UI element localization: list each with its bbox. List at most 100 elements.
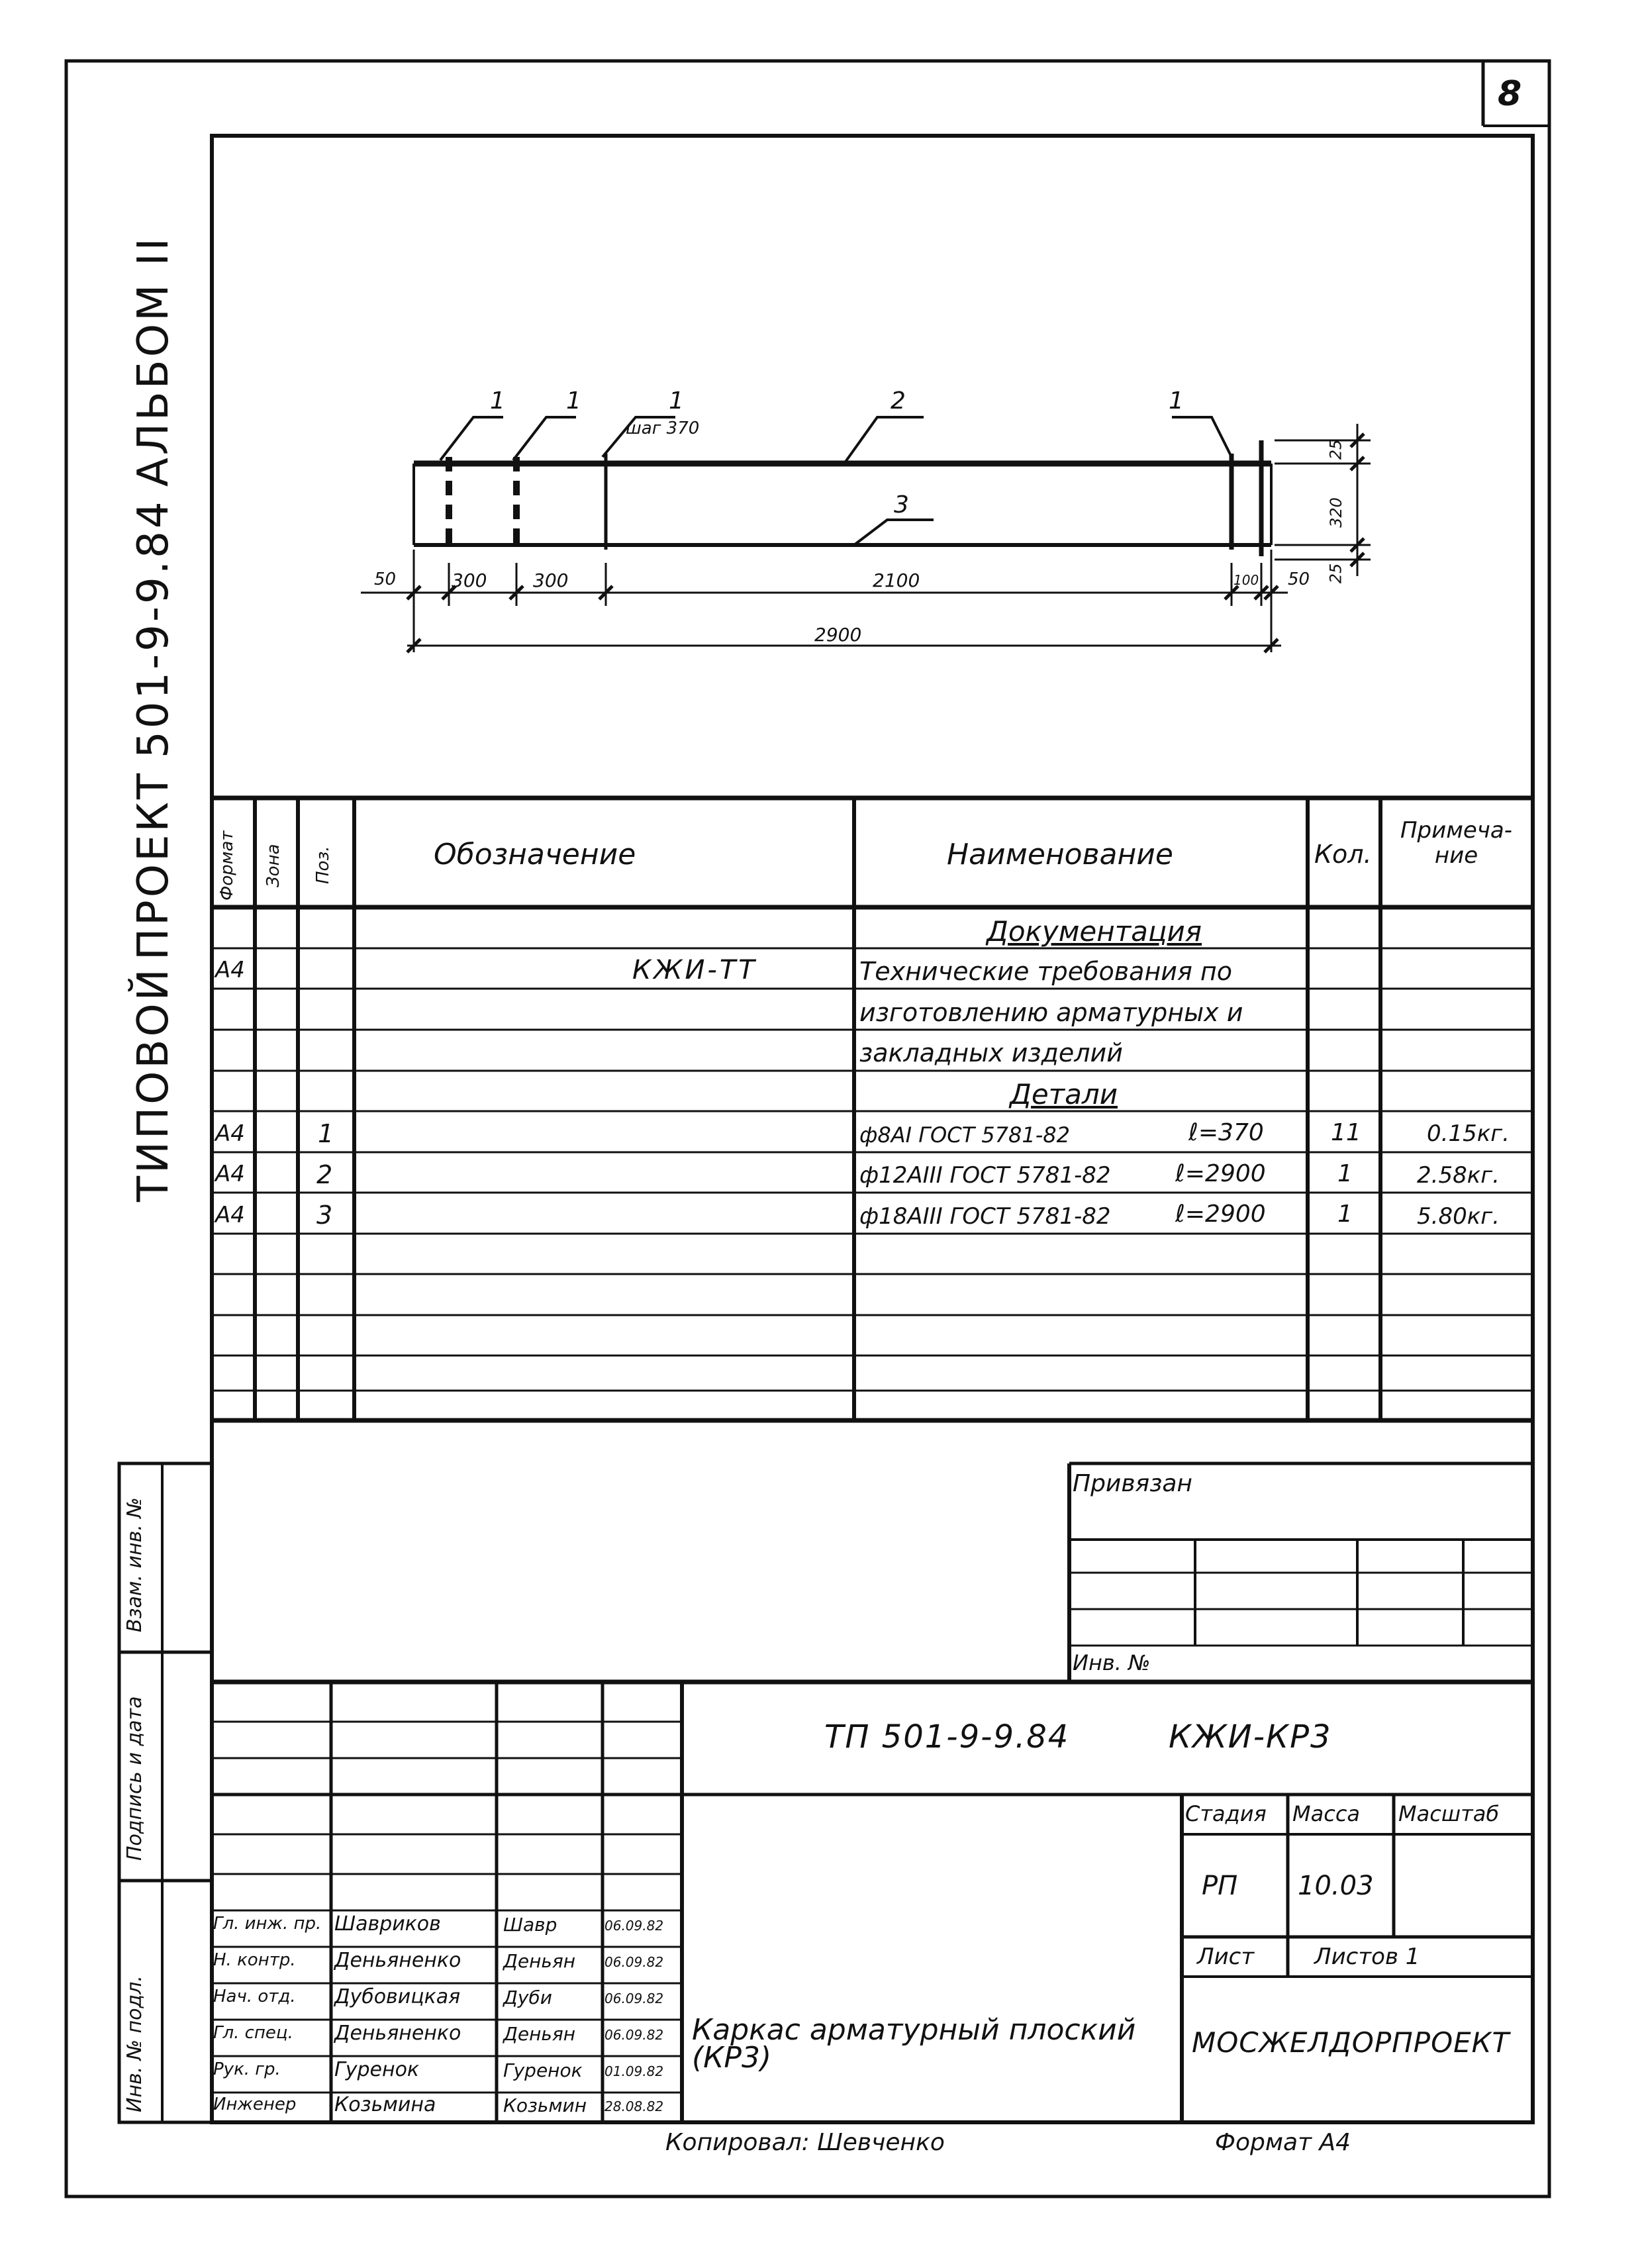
person-3-date: 06.09.82: [604, 1991, 664, 2006]
page-number: 8: [1498, 74, 1522, 114]
album-project-label: ПРОЕКТ: [129, 770, 178, 960]
header-name: Наименование: [947, 838, 1173, 871]
person-5-name: Гуренок: [334, 2058, 420, 2081]
leader-label-step: шаг 370: [626, 419, 700, 438]
drawing-title: Каркас арматурный плоский (КР3): [692, 2013, 1136, 2075]
row-3-pos: 3: [316, 1201, 333, 1230]
row-2-name: ф12АIII ГОСТ 5781-82: [859, 1162, 1111, 1189]
row-3-format: А4: [215, 1202, 245, 1228]
stage-value: РП: [1202, 1871, 1238, 1901]
album-type-label: ТИПОВОЙ: [129, 966, 178, 1202]
margin-sign-date: Подпись и дата: [123, 1696, 146, 1861]
row-2-note: 2.58кг.: [1417, 1162, 1500, 1189]
person-4-sign: Деньян: [503, 2023, 576, 2045]
dim-100: 100: [1233, 572, 1259, 588]
copied-by: Копировал: Шевченко: [665, 2129, 945, 2156]
dim-25-top: 25: [1326, 439, 1345, 460]
header-designation: Обозначение: [434, 838, 636, 871]
row-2-length: ℓ=2900: [1175, 1160, 1266, 1187]
header-zone: Зона: [264, 844, 283, 887]
mass-value: 10.03: [1298, 1871, 1374, 1901]
album-code: 501-9-9.84: [129, 499, 178, 758]
row-3-name: ф18АIII ГОСТ 5781-82: [859, 1203, 1111, 1230]
header-pos: Поз.: [313, 846, 333, 884]
person-1-sign: Шавр: [503, 1914, 557, 1936]
row-3-qty: 1: [1337, 1201, 1353, 1228]
title-code: ТП 501-9-9.84: [824, 1718, 1070, 1755]
doc-designation: КЖИ-ТТ: [632, 955, 757, 985]
binding-block-lines: [1067, 1461, 1533, 1682]
person-1-role: Гл. инж. пр.: [213, 1914, 322, 1934]
outer-border: [64, 59, 1551, 2198]
dim-50-left: 50: [374, 569, 397, 589]
person-6-date: 28.08.82: [604, 2098, 664, 2114]
title-block-lines: [212, 1679, 1533, 2122]
row-1-qty: 11: [1331, 1119, 1361, 1146]
leader-label-1c: 1: [669, 387, 684, 415]
cage-drawing: [361, 416, 1371, 654]
row-3-length: ℓ=2900: [1175, 1201, 1266, 1228]
person-5-role: Рук. гр.: [213, 2059, 281, 2079]
section-details: Детали: [1010, 1078, 1118, 1110]
mass-header: Масса: [1292, 1801, 1361, 1826]
person-2-sign: Деньян: [503, 1950, 576, 1972]
row-2-pos: 2: [316, 1160, 333, 1189]
dim-2900: 2900: [814, 624, 862, 646]
person-4-name: Деньяненко: [334, 2022, 461, 2045]
row-2-format: А4: [215, 1161, 245, 1187]
row-3-note: 5.80кг.: [1417, 1203, 1500, 1230]
person-4-role: Гл. спец.: [213, 2023, 293, 2043]
leader-label-2: 2: [891, 387, 906, 415]
header-qty: Кол.: [1314, 840, 1372, 869]
title-mark: КЖИ-КР3: [1169, 1718, 1332, 1755]
person-5-sign: Гуренок: [503, 2059, 583, 2081]
person-4-date: 06.09.82: [604, 2027, 664, 2043]
spec-table-lines: [212, 795, 1533, 1423]
row-1-format: А4: [215, 1120, 245, 1147]
person-3-name: Дубовицкая: [334, 1985, 461, 2008]
person-2-name: Деньяненко: [334, 1949, 461, 1972]
sheets-header: Листов 1: [1314, 1944, 1420, 1970]
leader-label-1d: 1: [1169, 387, 1184, 415]
person-1-name: Шавриков: [334, 1912, 441, 1936]
doc-format: А4: [215, 957, 245, 983]
leader-label-3: 3: [894, 491, 909, 518]
doc-name-line3: закладных изделий: [859, 1038, 1123, 1067]
album-number: АЛЬБОМ II: [129, 235, 178, 487]
row-2-qty: 1: [1337, 1160, 1353, 1187]
sheet-format: Формат А4: [1215, 2129, 1351, 2156]
header-format: Формат: [217, 830, 237, 901]
dim-300-a: 300: [452, 569, 487, 591]
row-1-note: 0.15кг.: [1427, 1120, 1510, 1147]
row-1-pos: 1: [318, 1119, 334, 1148]
sheet-header: Лист: [1197, 1944, 1255, 1970]
row-1-length: ℓ=370: [1188, 1119, 1264, 1146]
dim-2100: 2100: [873, 569, 920, 591]
dim-25-bottom: 25: [1326, 563, 1345, 584]
person-6-sign: Козьмин: [503, 2095, 587, 2116]
person-6-name: Козьмина: [334, 2093, 436, 2116]
section-documentation: Документация: [987, 915, 1202, 948]
organization: МОСЖЕЛДОРПРОЕКТ: [1192, 2026, 1510, 2059]
person-6-role: Инженер: [213, 2095, 297, 2114]
leader-label-1a: 1: [490, 387, 505, 415]
person-2-date: 06.09.82: [604, 1954, 664, 1970]
dim-300-b: 300: [533, 569, 569, 591]
scale-header: Масштаб: [1398, 1801, 1500, 1826]
row-1-name: ф8АI ГОСТ 5781-82: [859, 1122, 1070, 1148]
person-5-date: 01.09.82: [604, 2063, 664, 2079]
leader-label-1b: 1: [566, 387, 581, 415]
binding-title: Привязан: [1073, 1470, 1192, 1497]
person-3-role: Нач. отд.: [213, 1987, 296, 2006]
doc-name-line2: изготовлению арматурных и: [859, 998, 1243, 1027]
dim-50-right: 50: [1288, 569, 1310, 589]
dim-320: 320: [1326, 497, 1345, 528]
person-3-sign: Дуби: [503, 1987, 552, 2008]
stage-header: Стадия: [1185, 1801, 1267, 1826]
margin-inv-orig: Инв. № подл.: [123, 1975, 146, 2112]
doc-name-line1: Технические требования по: [859, 957, 1233, 986]
header-note: Примеча-ние: [1400, 817, 1512, 869]
margin-replace-inv: Взам. инв. №: [123, 1497, 146, 1632]
person-2-role: Н. контр.: [213, 1950, 296, 1970]
